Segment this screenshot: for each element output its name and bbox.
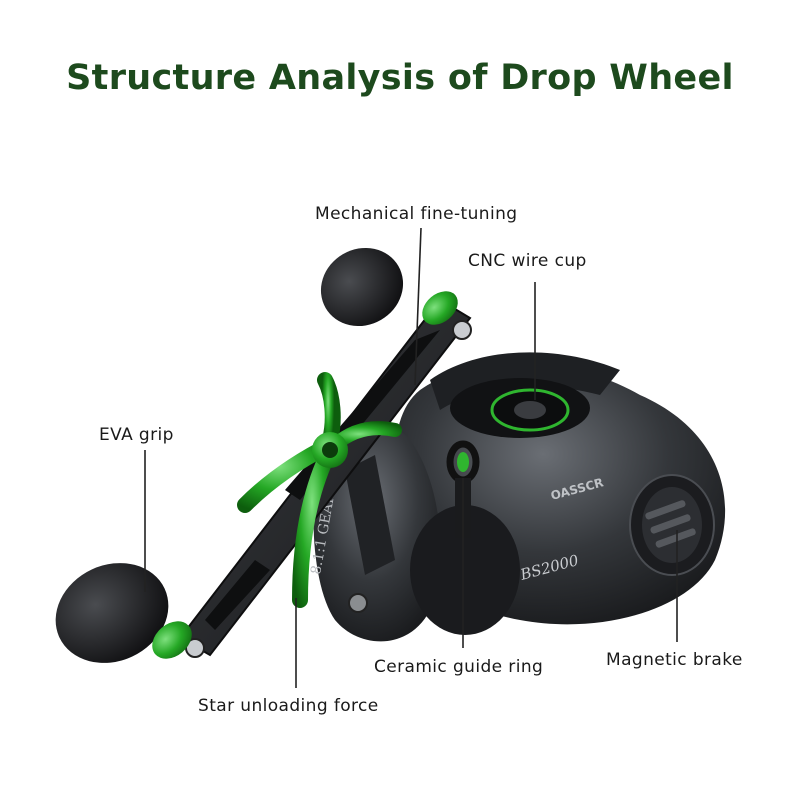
magnetic-brake-dial [629,474,715,576]
star-drag [237,372,402,608]
leader-lines [144,227,678,688]
label-eva-grip: EVA grip [99,425,174,445]
label-ceramic-guide-ring: Ceramic guide ring [374,657,544,677]
line-guide-frame [410,505,520,635]
leader-mechanical-fine-tuning [414,227,422,386]
page-title: Structure Analysis of Drop Wheel [66,58,734,98]
label-cnc-wire-cup: CNC wire cup [468,251,587,271]
label-mechanical-fine-tuning: Mechanical fine-tuning [315,204,518,224]
label-magnetic-brake: Magnetic brake [606,650,743,670]
label-star-unloading-force: Star unloading force [198,696,379,716]
cnc-wire-cup [490,388,570,432]
eva-grip-knob-bottom [55,563,192,663]
eva-grip-knob-top [320,247,458,327]
